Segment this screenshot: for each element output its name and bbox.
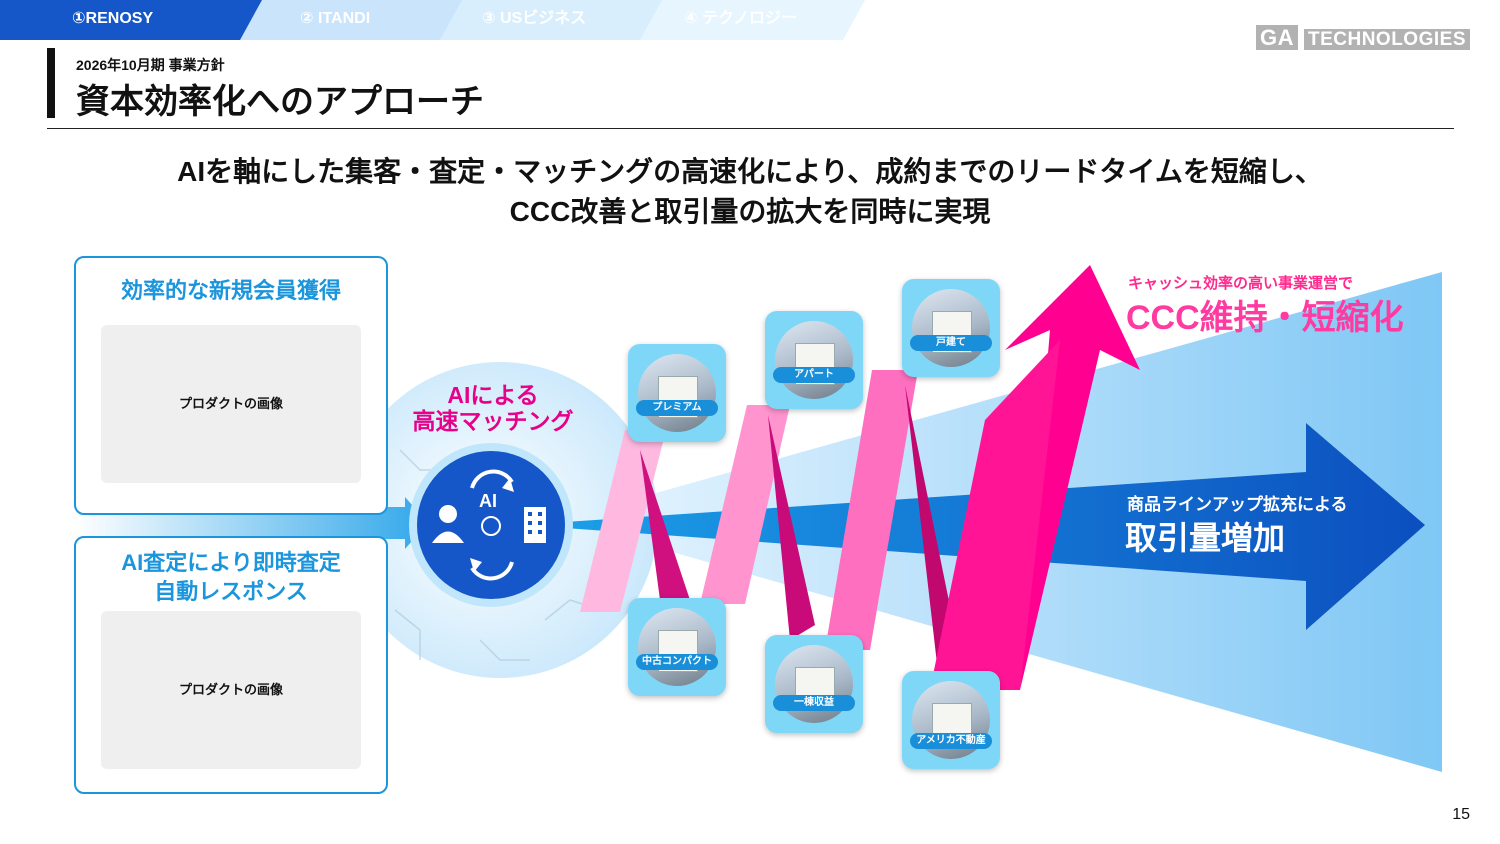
ccc-label-small: キャッシュ効率の高い事業運営で: [1128, 275, 1354, 292]
card-title-line2: 自動レスポンス: [154, 579, 308, 604]
product-tag: 戸建て: [910, 335, 992, 351]
card-title: 効率的な新規会員獲得: [120, 278, 341, 303]
product-photo: [912, 289, 990, 367]
volume-label-small: 商品ラインアップ拡充による: [1127, 495, 1348, 514]
product-used-compact: 中古コンパクト: [628, 598, 726, 696]
product-photo: [775, 645, 853, 723]
product-detached-house: 戸建て: [902, 279, 1000, 377]
page-subtitle: 2026年10月期 事業方針: [76, 57, 225, 73]
matching-label-line1: AIによる: [447, 382, 539, 408]
cycle-arrow-top-icon: [470, 469, 514, 489]
matching-label: AIによる 高速マッチング: [408, 382, 578, 434]
logo-ga: GA: [1255, 25, 1298, 50]
product-photo: [638, 608, 716, 686]
card-title-line1: AI査定により即時査定: [121, 550, 341, 575]
product-apartment: アパート: [765, 311, 863, 409]
product-tag: 一棟収益: [773, 695, 855, 711]
section-tabs: ①RENOSY ② ITANDI ③ USビジネス ④ テクノロジー: [0, 0, 870, 40]
building-icon: [524, 507, 546, 543]
person-icon: [432, 505, 464, 543]
product-tag: アメリカ不動産: [910, 733, 992, 749]
header-divider: [47, 128, 1454, 129]
product-photo: [775, 321, 853, 399]
cycle-arrow-bottom-icon: [470, 561, 514, 581]
product-tag: アパート: [773, 367, 855, 383]
product-us-real-estate: アメリカ不動産: [902, 671, 1000, 769]
hub-ai-label: AI: [479, 491, 497, 511]
tab-renosy[interactable]: ①RENOSY: [0, 0, 265, 40]
lead-line-1: AIを軸にした集客・査定・マッチングの高速化により、成約までのリードタイムを短縮…: [177, 156, 1323, 187]
zigzag-band: [580, 265, 1140, 690]
card-title: AI査定により即時査定 自動レスポンス: [76, 548, 386, 606]
product-tag: 中古コンパクト: [636, 654, 718, 670]
page-number: 15: [1452, 806, 1470, 823]
tab-itandi[interactable]: ② ITANDI: [240, 0, 465, 40]
product-tag: プレミアム: [636, 400, 718, 416]
logo-technologies: TECHNOLOGIES: [1303, 29, 1470, 50]
ai-assessment-card: AI査定により即時査定 自動レスポンス プロダクトの画像: [74, 536, 388, 794]
matching-label-line2: 高速マッチング: [412, 408, 574, 434]
lead-line-2: CCC改善と取引量の拡大を同時に実現: [509, 196, 991, 227]
ccc-label-big: CCC維持・短縮化: [1126, 299, 1404, 337]
ai-hub: [417, 451, 565, 599]
page-title: 資本効率化へのアプローチ: [76, 83, 484, 121]
product-image-placeholder: プロダクトの画像: [101, 325, 361, 483]
member-acquisition-card: 効率的な新規会員獲得 プロダクトの画像: [74, 256, 388, 515]
tab-technology[interactable]: ④ テクノロジー: [640, 0, 865, 40]
product-whole-building: 一棟収益: [765, 635, 863, 733]
tab-us-business[interactable]: ③ USビジネス: [440, 0, 665, 40]
title-accent-bar: [47, 48, 55, 118]
volume-label-big: 取引量増加: [1125, 520, 1286, 556]
ai-head-icon: [481, 516, 501, 536]
product-photo: [638, 354, 716, 432]
product-premium: プレミアム: [628, 344, 726, 442]
product-image-placeholder: プロダクトの画像: [101, 611, 361, 769]
